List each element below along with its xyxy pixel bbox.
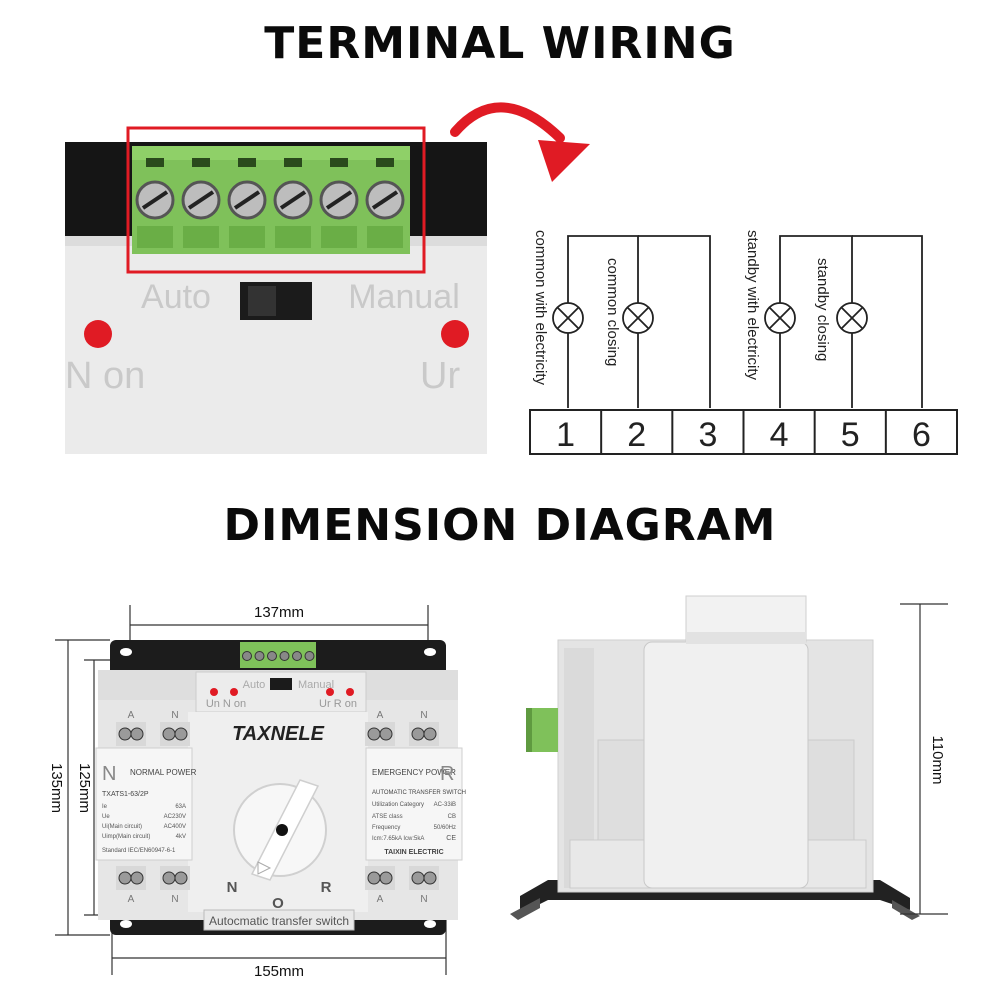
svg-text:Standard IEC/EN60947-6-1: Standard IEC/EN60947-6-1 xyxy=(102,848,176,854)
svg-text:R: R xyxy=(321,879,332,896)
auto-label: Auto xyxy=(141,278,211,316)
terminal-number-3: 3 xyxy=(698,416,717,454)
label-common-with-electricity: common with electricity xyxy=(532,230,549,386)
svg-text:R: R xyxy=(440,763,454,785)
power-terminal-screw xyxy=(367,871,381,885)
svg-text:Ie: Ie xyxy=(102,804,108,810)
svg-text:Uimp(Main circuit): Uimp(Main circuit) xyxy=(102,834,150,840)
red-arrow xyxy=(450,102,590,182)
svg-text:NORMAL POWER: NORMAL POWER xyxy=(130,768,197,777)
svg-text:CB: CB xyxy=(448,814,456,820)
svg-text:AC230V: AC230V xyxy=(164,814,186,820)
svg-text:AUTOMATIC TRANSFER SWITCH: AUTOMATIC TRANSFER SWITCH xyxy=(372,790,466,796)
svg-text:AC400V: AC400V xyxy=(164,824,186,830)
svg-text:CE: CE xyxy=(446,835,456,842)
svg-text:TXATS1-63/2P: TXATS1-63/2P xyxy=(102,791,149,798)
svg-text:Icm:7.65kA Icw:5kA: Icm:7.65kA Icw:5kA xyxy=(372,836,424,842)
terminal-number-6: 6 xyxy=(912,416,931,454)
power-terminal-screw xyxy=(118,871,132,885)
emergency-power-panel: EMERGENCY POWER R AUTOMATIC TRANSFER SWI… xyxy=(365,747,466,861)
svg-text:A: A xyxy=(377,710,384,721)
svg-text:N: N xyxy=(171,894,178,905)
rotary-knob xyxy=(233,779,327,881)
svg-text:N: N xyxy=(102,763,116,785)
terminal-number-1: 1 xyxy=(556,416,575,454)
svg-text:Frequency: Frequency xyxy=(372,825,400,831)
svg-text:AC-33iB: AC-33iB xyxy=(434,802,456,808)
svg-text:A: A xyxy=(128,894,135,905)
width-155-label: 155mm xyxy=(254,963,304,980)
svg-text:ATSE class: ATSE class xyxy=(372,814,403,820)
svg-text:63A: 63A xyxy=(175,804,186,810)
power-terminal-screw xyxy=(162,727,176,741)
green-terminal-block xyxy=(132,146,410,254)
power-terminal-screw xyxy=(118,727,132,741)
width-137-label: 137mm xyxy=(254,604,304,621)
device-photo: Auto Manual N on Ur xyxy=(65,126,487,454)
svg-text:Manual: Manual xyxy=(298,679,334,691)
svg-text:TAIXIN ELECTRIC: TAIXIN ELECTRIC xyxy=(384,849,443,856)
wiring-diagram xyxy=(552,235,923,408)
svg-text:Ur R on: Ur R on xyxy=(319,698,357,710)
terminal-number-5: 5 xyxy=(841,416,860,454)
front-view: 137mm 155mm 135mm 125mm Auto Manual Un N… xyxy=(48,604,466,980)
svg-text:Un N on: Un N on xyxy=(206,698,246,710)
ur-label: Ur xyxy=(420,355,460,397)
svg-text:N: N xyxy=(420,894,427,905)
n-indicator-led xyxy=(84,320,112,348)
terminal-number-4: 4 xyxy=(770,416,789,454)
power-terminal-screw xyxy=(162,871,176,885)
height-110-label: 110mm xyxy=(929,736,946,785)
terminal-wiring-heading: TERMINAL WIRING xyxy=(264,18,736,69)
height-135-label: 135mm xyxy=(48,763,65,813)
power-terminal-screw xyxy=(367,727,381,741)
label-standby-with-electricity: standby with electricity xyxy=(744,230,761,381)
svg-text:4kV: 4kV xyxy=(176,834,186,840)
svg-text:N: N xyxy=(171,710,178,721)
brand-logo: TAXNELE xyxy=(232,723,325,745)
svg-text:Auto: Auto xyxy=(243,679,266,691)
power-terminal-screw xyxy=(411,727,425,741)
side-view: 110mm xyxy=(510,595,948,920)
svg-text:A: A xyxy=(377,894,384,905)
svg-text:50/60Hz: 50/60Hz xyxy=(434,825,456,831)
height-125-label: 125mm xyxy=(76,763,93,813)
r-indicator-led xyxy=(441,320,469,348)
n-on-label: N on xyxy=(65,355,145,397)
highlight-frame xyxy=(126,126,426,274)
svg-text:EMERGENCY POWER: EMERGENCY POWER xyxy=(372,768,456,777)
dimension-diagram-heading: DIMENSION DIAGRAM xyxy=(223,500,777,551)
svg-text:O: O xyxy=(272,895,284,912)
svg-text:N: N xyxy=(420,710,427,721)
svg-text:Ue: Ue xyxy=(102,814,110,820)
footer-label: Autocmatic transfer switch xyxy=(209,914,349,928)
power-terminal-screw xyxy=(411,871,425,885)
svg-text:N: N xyxy=(227,879,238,896)
label-common-closing: common closing xyxy=(604,258,621,366)
svg-text:A: A xyxy=(128,710,135,721)
svg-text:Utilization Category: Utilization Category xyxy=(372,802,424,808)
manual-label: Manual xyxy=(348,278,460,316)
svg-text:Ui(Main circuit): Ui(Main circuit) xyxy=(102,824,142,830)
terminal-strip: 1 2 3 4 5 6 xyxy=(529,409,958,455)
normal-power-panel: N NORMAL POWER TXATS1-63/2P Ie 63A Ue AC… xyxy=(95,747,197,861)
label-standby-closing: standby closing xyxy=(814,258,831,361)
terminal-number-2: 2 xyxy=(627,416,646,454)
